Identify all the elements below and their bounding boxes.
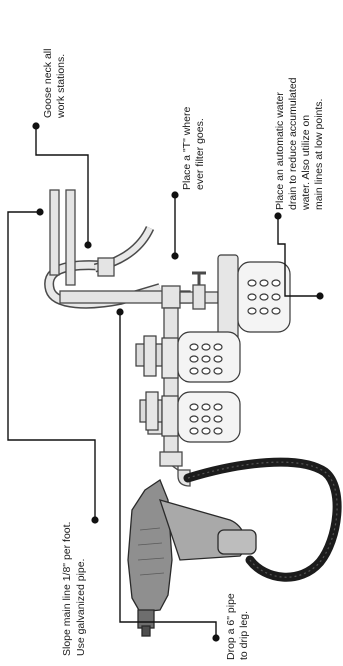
leader-drip-leg: [119, 312, 217, 638]
leader-goose-neck: [35, 126, 89, 245]
leader-slope: [7, 211, 96, 520]
filter-unit: [139, 391, 241, 443]
valve-body: [192, 284, 206, 310]
leader-water-drain: [277, 216, 320, 297]
regulator-unit: [135, 331, 241, 383]
note-drip-leg: Drop a 6" pipe to drip leg.: [225, 590, 250, 660]
note-goose-neck: Goose neck all work stations.: [42, 46, 67, 119]
drop-pipe: [163, 307, 179, 461]
note-slope: Slope main line 1/8" per foot. Use galva…: [61, 519, 87, 656]
note-tee: Place a "T" where ever filter goes.: [181, 104, 206, 190]
note-water-drain: Place an automatic water drain to reduce…: [274, 75, 325, 211]
riser-pipe-left: [49, 189, 60, 276]
tee-fitting: [161, 285, 181, 309]
impact-wrench: [127, 479, 257, 637]
pipe-fitting: [97, 257, 115, 277]
leader-lines: [7, 122, 324, 642]
water-drain-unit: [217, 254, 291, 342]
riser-pipe-left-2: [65, 189, 76, 286]
